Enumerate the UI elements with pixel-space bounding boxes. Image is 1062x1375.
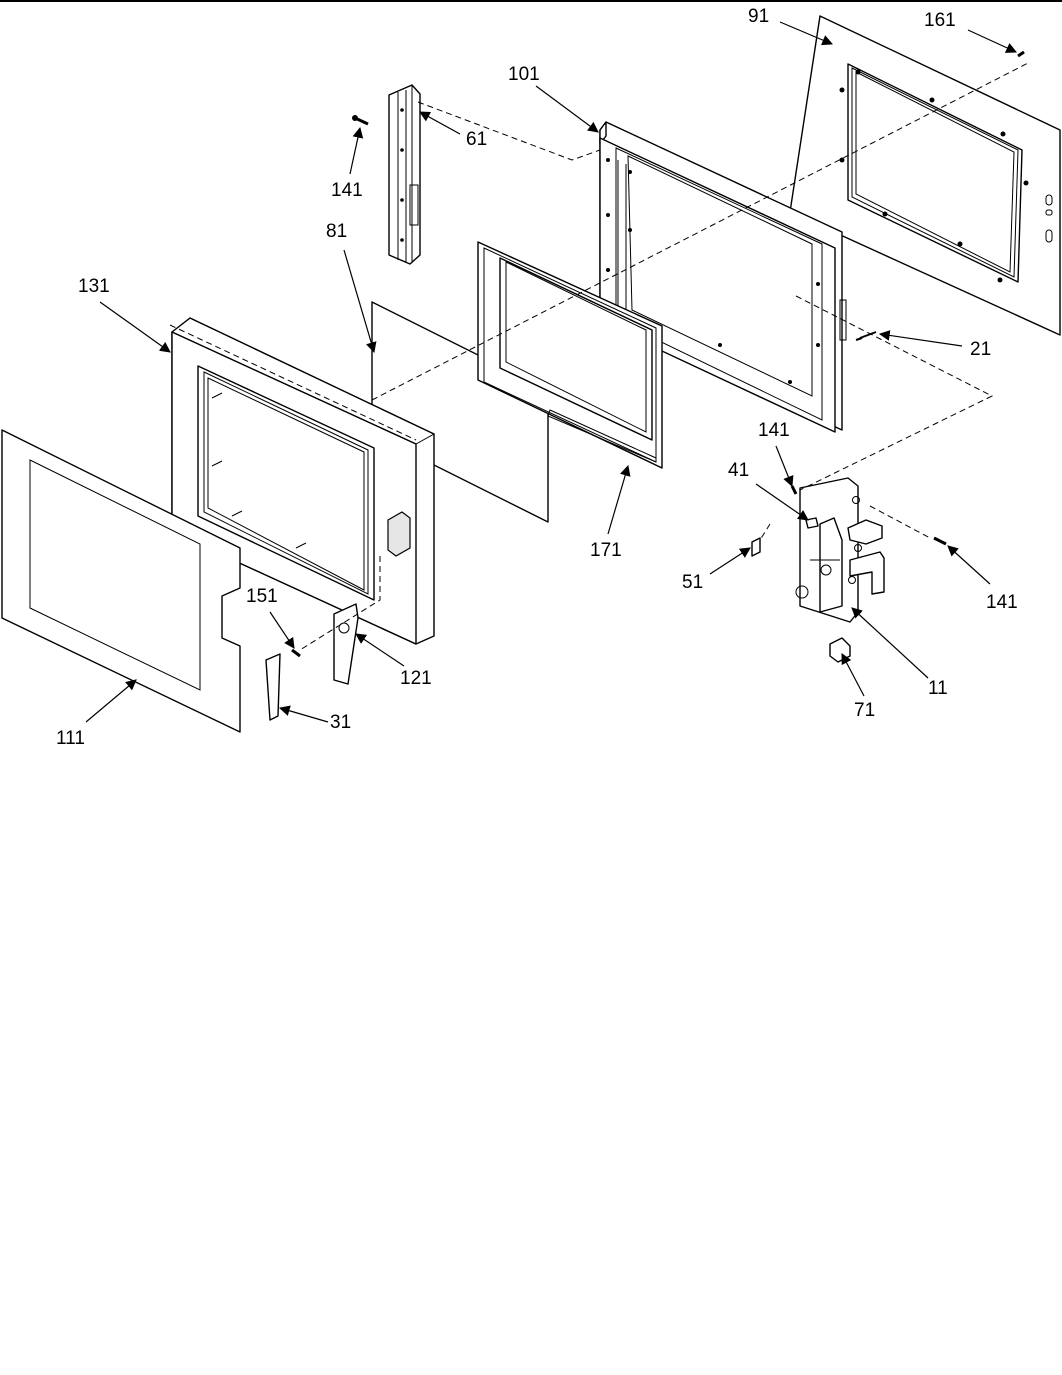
screw-161 [1017,50,1025,58]
part-51-clip [751,537,761,557]
part-111-outer-panel [1,429,241,733]
callout-71: 71 [854,700,875,721]
callout-141-hinge: 141 [331,180,363,201]
callout-21: 21 [970,339,991,360]
screw-141-latch-right [933,536,947,546]
callout-31: 31 [330,712,351,733]
callout-111: 111 [56,728,85,749]
callout-141-latch-right: 141 [986,592,1018,613]
callout-171: 171 [590,540,622,561]
callout-121: 121 [400,668,432,689]
callout-41: 41 [728,460,749,481]
callout-131: 131 [78,276,110,297]
part-11-latch-assembly [795,477,885,623]
part-71-clip [829,637,851,663]
screw-21 [855,331,877,341]
callout-101: 101 [508,64,540,85]
callout-161: 161 [924,10,956,31]
callout-151: 151 [246,586,278,607]
part-31-spring [265,653,281,721]
callout-labels: 91 161 101 61 141 81 131 21 141 41 171 5… [56,6,1018,749]
callout-91: 91 [748,6,769,27]
part-41-switch [805,517,819,529]
part-121-latch-lever [333,603,359,685]
callout-61: 61 [466,129,487,150]
callout-81: 81 [326,221,347,242]
callout-51: 51 [682,572,703,593]
screw-141-hinge [352,115,369,126]
part-91-outer-panel [789,15,1061,336]
screw-141-latch-top [790,485,798,495]
alignment-lines [169,61,1031,651]
part-171-window-frame [477,241,663,469]
part-61-hinge [388,84,421,265]
part-101-door-frame [599,121,847,433]
callout-141-latch-top: 141 [758,420,790,441]
screw-151 [291,648,301,658]
callout-11: 11 [928,678,948,699]
part-131-door-body [171,317,436,645]
leader-lines [85,21,1017,723]
